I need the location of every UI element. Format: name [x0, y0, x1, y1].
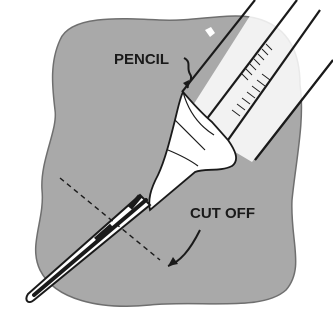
pencil-label: PENCIL [114, 51, 169, 68]
cut-off-label: CUT OFF [190, 205, 255, 222]
